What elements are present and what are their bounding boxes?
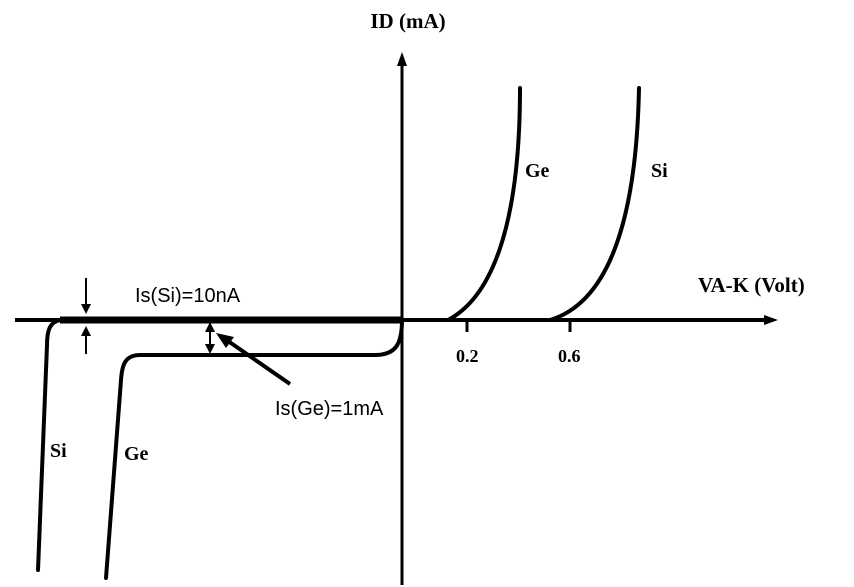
is-si-label: Is(Si)=10nA (135, 285, 241, 307)
reverse-curve-ge (104, 318, 404, 580)
x-axis-label: VA-K (Volt) (698, 273, 805, 297)
y-axis-label: ID (mA) (370, 9, 445, 33)
is-si-arrow-down (81, 304, 91, 314)
y-axis-arrowhead (397, 52, 407, 66)
forward-si-label: Si (651, 160, 668, 182)
reverse-curve-si (36, 318, 62, 572)
is-ge-pointer-arrowhead (216, 333, 234, 348)
is-ge-pointer-line (226, 339, 292, 386)
x-tick-label-0.2: 0.2 (456, 346, 479, 366)
x-axis-arrowhead (764, 315, 778, 325)
forward-ge-label: Ge (525, 160, 550, 182)
forward-curve-ge (446, 86, 522, 322)
reverse-ge-label: Ge (124, 443, 149, 465)
is-ge-arrow-down (205, 344, 215, 354)
x-tick-label-0.6: 0.6 (558, 346, 581, 366)
reverse-si-label: Si (50, 440, 67, 462)
is-si-arrow-up (81, 326, 91, 336)
is-ge-label: Is(Ge)=1mA (275, 398, 384, 420)
forward-curve-si (548, 86, 641, 322)
is-ge-arrow-up (205, 322, 215, 332)
